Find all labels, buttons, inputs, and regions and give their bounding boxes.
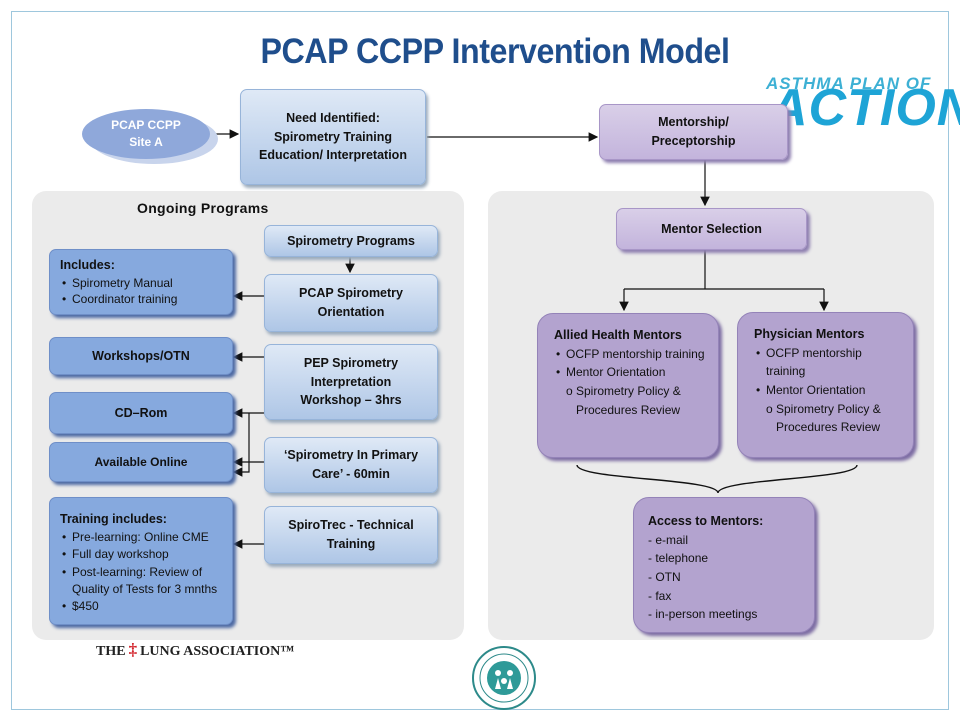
- list-item: $450: [62, 598, 226, 616]
- pep-spirometry-workshop-box: PEP Spirometry Interpretation Workshop –…: [264, 344, 438, 420]
- list-item: Pre-learning: Online CME: [62, 529, 226, 547]
- list-item: OCFP mentorship training: [756, 344, 903, 381]
- sub-list-item: o Spirometry Policy & Procedures Review: [766, 401, 881, 435]
- pcap-spirometry-orientation-box: PCAP Spirometry Orientation: [264, 274, 438, 332]
- cd-rom-box: CD–Rom: [49, 392, 233, 434]
- sub-list-item: o Spirometry Policy & Procedures Review: [566, 383, 681, 417]
- training-includes-box: Training includes: Pre-learning: Online …: [49, 497, 233, 625]
- access-to-mentors-box: Access to Mentors: - e-mail - telephone …: [633, 497, 815, 633]
- list-item: OCFP mentorship training: [556, 345, 704, 364]
- allied-health-mentors-box: Allied Health Mentors OCFP mentorship tr…: [537, 313, 719, 458]
- workshops-otn-box: Workshops/OTN: [49, 337, 233, 375]
- list-item: Coordinator training: [62, 291, 177, 308]
- lorraine-cross-icon: ‡: [128, 640, 138, 659]
- mentorship-box: Mentorship/ Preceptorship: [599, 104, 788, 160]
- page-title: PCAP CCPP Intervention Model: [260, 32, 730, 71]
- site-a-node: PCAP CCPP Site A: [82, 109, 210, 159]
- list-item: Mentor Orientation: [756, 381, 903, 400]
- list-item: Full day workshop: [62, 546, 226, 564]
- slide-frame: [11, 11, 949, 710]
- list-item: Post-learning: Review of Quality of Test…: [62, 564, 226, 599]
- spirometry-in-primary-care-box: ‘Spirometry In Primary Care’ - 60min: [264, 437, 438, 493]
- spirotrec-technical-training-box: SpiroTrec - Technical Training: [264, 506, 438, 564]
- physician-mentors-box: Physician Mentors OCFP mentorship traini…: [737, 312, 914, 458]
- includes-box: Includes: Spirometry Manual Coordinator …: [49, 249, 233, 315]
- need-identified-box: Need Identified: Spirometry Training Edu…: [240, 89, 426, 185]
- spirometry-programs-box: Spirometry Programs: [264, 225, 438, 257]
- list-item: Spirometry Manual: [62, 275, 177, 292]
- ongoing-programs-label: Ongoing Programs: [137, 200, 269, 216]
- mentor-selection-box: Mentor Selection: [616, 208, 807, 250]
- available-online-box: Available Online: [49, 442, 233, 482]
- list-item: Mentor Orientation: [556, 363, 705, 382]
- lung-association-logo: THE‡LUNG ASSOCIATION™: [96, 640, 295, 659]
- ocfp-seal-logo: [472, 646, 536, 710]
